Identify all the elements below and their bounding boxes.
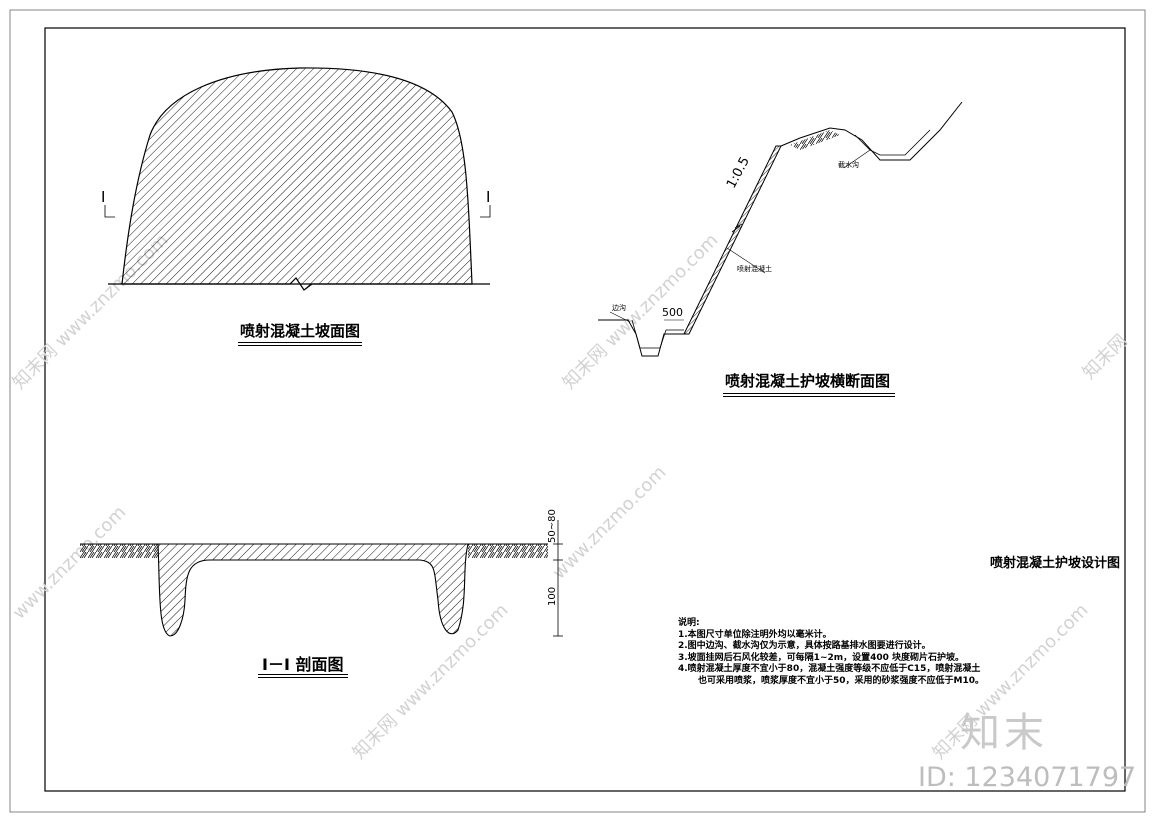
note-item-1: 1.本图尺寸单位除注明外均以毫米计。 <box>678 629 832 640</box>
notes-block: 说明: 1.本图尺寸单位除注明外均以毫米计。 2.图中边沟、截水沟仅为示意，具体… <box>678 618 984 687</box>
section-1-1-view <box>80 520 563 637</box>
slope-face-title-underline <box>238 342 362 346</box>
svg-text:www.znzmo.com: www.znzmo.com <box>549 462 671 584</box>
slope-section-mark-right: I <box>486 188 491 206</box>
berm-dimension: 500 <box>662 306 683 319</box>
note-item-4: 4.喷射混凝土厚度不宜小于80，混凝土强度等级不应低于C15，喷射混凝土 <box>678 664 981 674</box>
slope-face-view <box>104 67 491 291</box>
slope-section-mark-left: I <box>101 188 106 206</box>
svg-text:www.znzmo.com: www.znzmo.com <box>9 502 131 624</box>
note-item-2: 2.图中边沟、截水沟仅为示意，具体按路基排水图要进行设计。 <box>678 641 931 651</box>
shotcrete-label: 喷射混凝土 <box>737 265 772 273</box>
svg-text:知末网 www.znzmo.com: 知末网 www.znzmo.com <box>349 600 513 764</box>
cross-section-view <box>598 101 963 357</box>
watermark-id: ID: 1234071797 <box>918 762 1137 793</box>
outer-frame <box>9 9 1146 813</box>
cross-section-title: 喷射混凝土护坡横断面图 <box>725 372 891 390</box>
cross-section-title-underline <box>723 393 895 397</box>
section-1-1-title: I－I 剖面图 <box>262 655 344 674</box>
svg-text:知末网: 知末网 <box>1079 331 1132 384</box>
watermark-logo: 知末 <box>960 710 1048 756</box>
slope-face-title: 喷射混凝土坡面图 <box>240 322 361 340</box>
note-item-3: 3.坡面挂网后石风化较差，可每隔1~2m，设置400 块度砌片石护坡。 <box>678 652 965 663</box>
inner-frame <box>44 27 1126 792</box>
drawing-title: 喷射混凝土护坡设计图 <box>990 556 1121 571</box>
section-1-1-title-underline <box>258 674 348 678</box>
intercept-ditch-label: 截水沟 <box>838 161 859 169</box>
dim-top: 50~80 <box>547 509 558 543</box>
note-item-5: 也可采用喷浆，喷浆厚度不宜小于50，采用的砂浆强度不应低于M10。 <box>698 675 985 686</box>
notes-heading: 说明: <box>678 618 700 628</box>
dim-bottom: 100 <box>547 586 558 606</box>
side-ditch-label: 边沟 <box>612 304 626 312</box>
